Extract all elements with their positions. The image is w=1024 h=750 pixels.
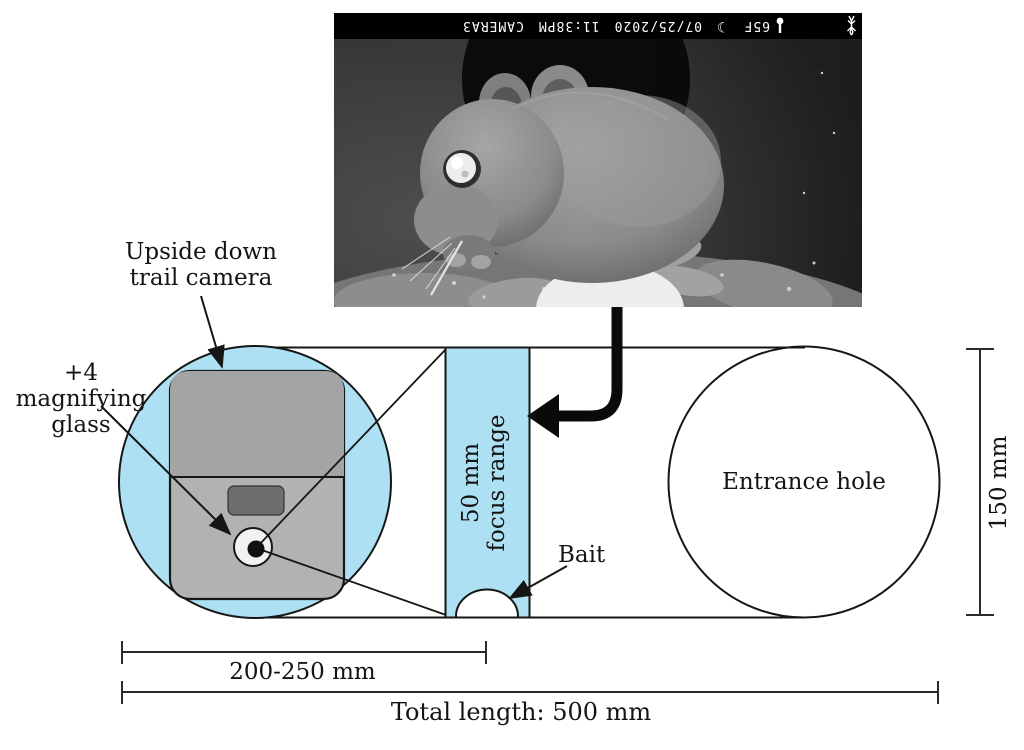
photo-stamp-bar: 65F ☽ 07/25/2020 11:38PM CAMERA3 [334,13,862,39]
mouse [401,65,724,296]
field-of-view-lines [255,348,447,616]
mouse-eye-shine [451,157,463,169]
photo-callout-arrowhead [527,394,559,438]
mouse-back-highlight [557,95,721,227]
dimension-200-250mm [121,641,487,664]
mouse-in-tube-illustration [334,13,862,307]
mouse-whiskers [401,236,456,290]
browning-logo-icon [843,13,860,39]
label-camera-section-length: 200-250 mm [229,659,376,685]
label-focus-range-line2: focus range [484,414,510,552]
fur-highlight [511,91,671,122]
mouse-paw [471,255,491,269]
label-upside-down-camera: Upside down trail camera [101,239,301,291]
label-upside-down-camera-line2: trail camera [129,265,273,291]
focus-range-band [445,347,530,617]
magnifying-glass-dot [247,540,265,558]
focus-range-band-edges [444,347,531,617]
thermometer-icon [775,18,785,35]
label-magnifying-glass-line2: glass [51,412,111,438]
dimension-150mm [966,348,994,616]
pointer-magnifying-glass [100,405,232,536]
label-entrance-hole: Entrance hole [722,469,886,495]
label-tube-height: 150 mm [986,435,1012,531]
label-magnifying-glass-line1: +4 magnifying [15,360,147,412]
label-bait: Bait [558,542,606,568]
label-focus-range: 50 mm focus range [458,378,516,588]
mouse-paw [446,253,466,267]
debris [695,259,833,307]
trail-photo: 65F ☽ 07/25/2020 11:38PM CAMERA3 [334,13,862,307]
straw-in-mouth [430,240,463,296]
label-upside-down-camera-line1: Upside down [125,239,277,265]
dimension-total-length [121,681,939,704]
trail-camera-top-half [170,371,344,477]
bait-semicircle [455,588,519,617]
label-focus-range-line1: 50 mm [458,442,484,524]
pointer-bait [508,565,568,599]
camera-screen [227,485,285,516]
pointer-upside-down-camera [200,295,225,369]
photo-callout-arrow [558,307,623,422]
mouse-eye-shade [461,170,469,178]
label-magnifying-glass: +4 magnifying glass [0,360,162,438]
label-total-length: Total length: 500 mm [390,698,652,726]
